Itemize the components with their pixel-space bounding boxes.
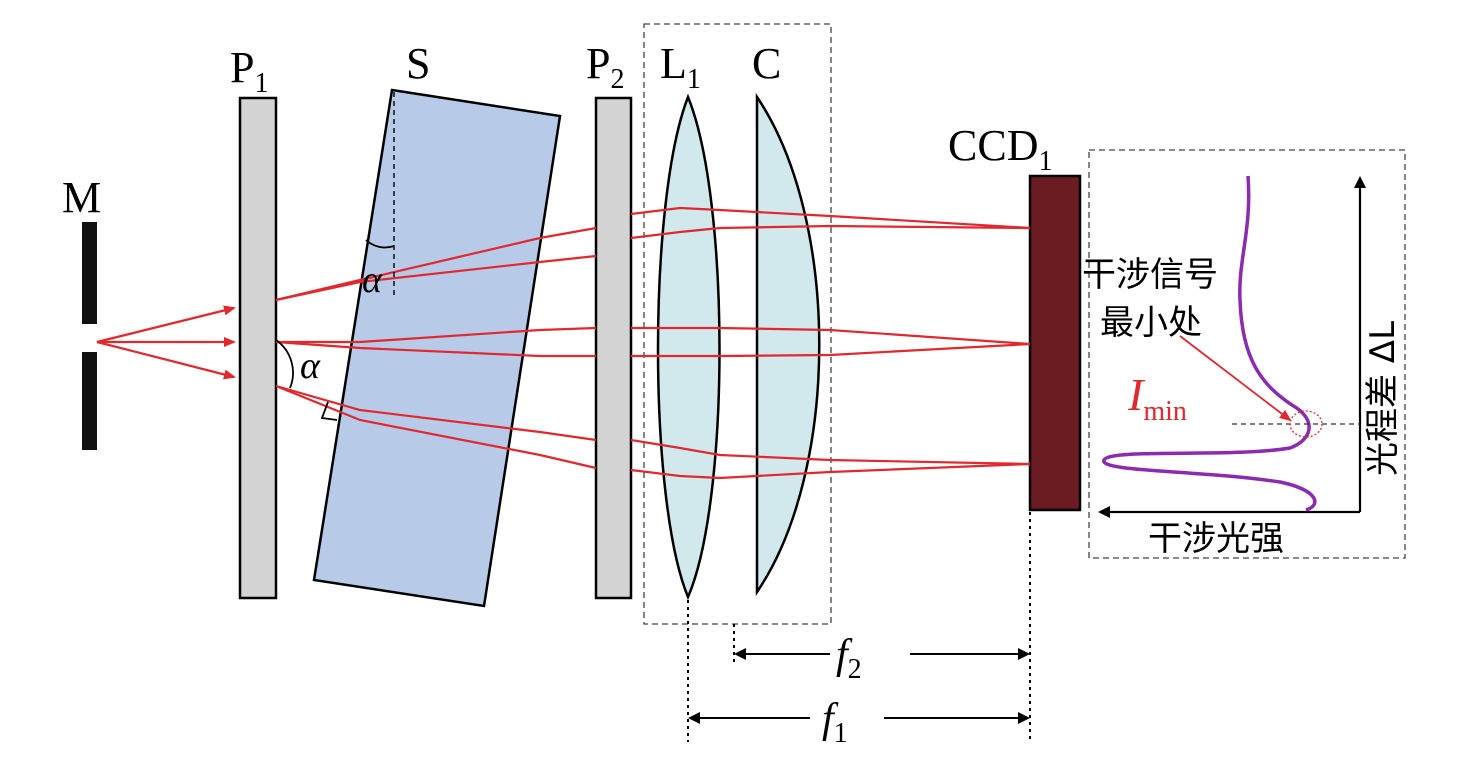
- y-axis-label: 光程差 ΔL: [1363, 321, 1403, 476]
- note-line-2: 最小处: [1100, 303, 1202, 343]
- aperture-lower-bar: [82, 352, 97, 450]
- label-p2: P2: [586, 39, 624, 95]
- angle-arc-p1: [275, 339, 294, 389]
- label-l1: L1: [660, 39, 701, 95]
- focal-guides: [687, 512, 1031, 742]
- minimum-pointer-arrow: [1179, 335, 1292, 422]
- graph-box: [1088, 149, 1406, 559]
- right-angle-mark: [320, 401, 338, 421]
- x-axis-label: 干涉光强: [1148, 519, 1284, 559]
- label-s: S: [406, 39, 430, 88]
- plate-p2: [594, 96, 633, 600]
- label-ccd: CCD1: [948, 121, 1052, 177]
- aperture-upper-bar: [82, 222, 97, 324]
- interference-curve: [1102, 175, 1317, 512]
- light-rays: [96, 206, 1031, 480]
- label-m: M: [62, 173, 101, 222]
- minimum-highlight: [1289, 410, 1323, 438]
- lens-l1: [656, 93, 721, 601]
- angle-arc-s: [365, 239, 395, 249]
- label-p1: P1: [230, 43, 268, 99]
- label-f1: f1: [822, 696, 848, 749]
- lens-group-box: [643, 23, 832, 625]
- plate-p1: [238, 96, 278, 600]
- label-f2: f2: [836, 632, 862, 685]
- ccd-detector: [1028, 174, 1082, 512]
- label-alpha-s: α: [362, 259, 383, 301]
- label-c: C: [752, 39, 781, 88]
- cylindrical-lens-c: [755, 92, 821, 597]
- sample-s: [312, 88, 562, 608]
- label-alpha-p1: α: [300, 345, 321, 387]
- note-line-1: 干涉信号: [1082, 255, 1218, 295]
- label-imin: Imin: [1127, 369, 1187, 427]
